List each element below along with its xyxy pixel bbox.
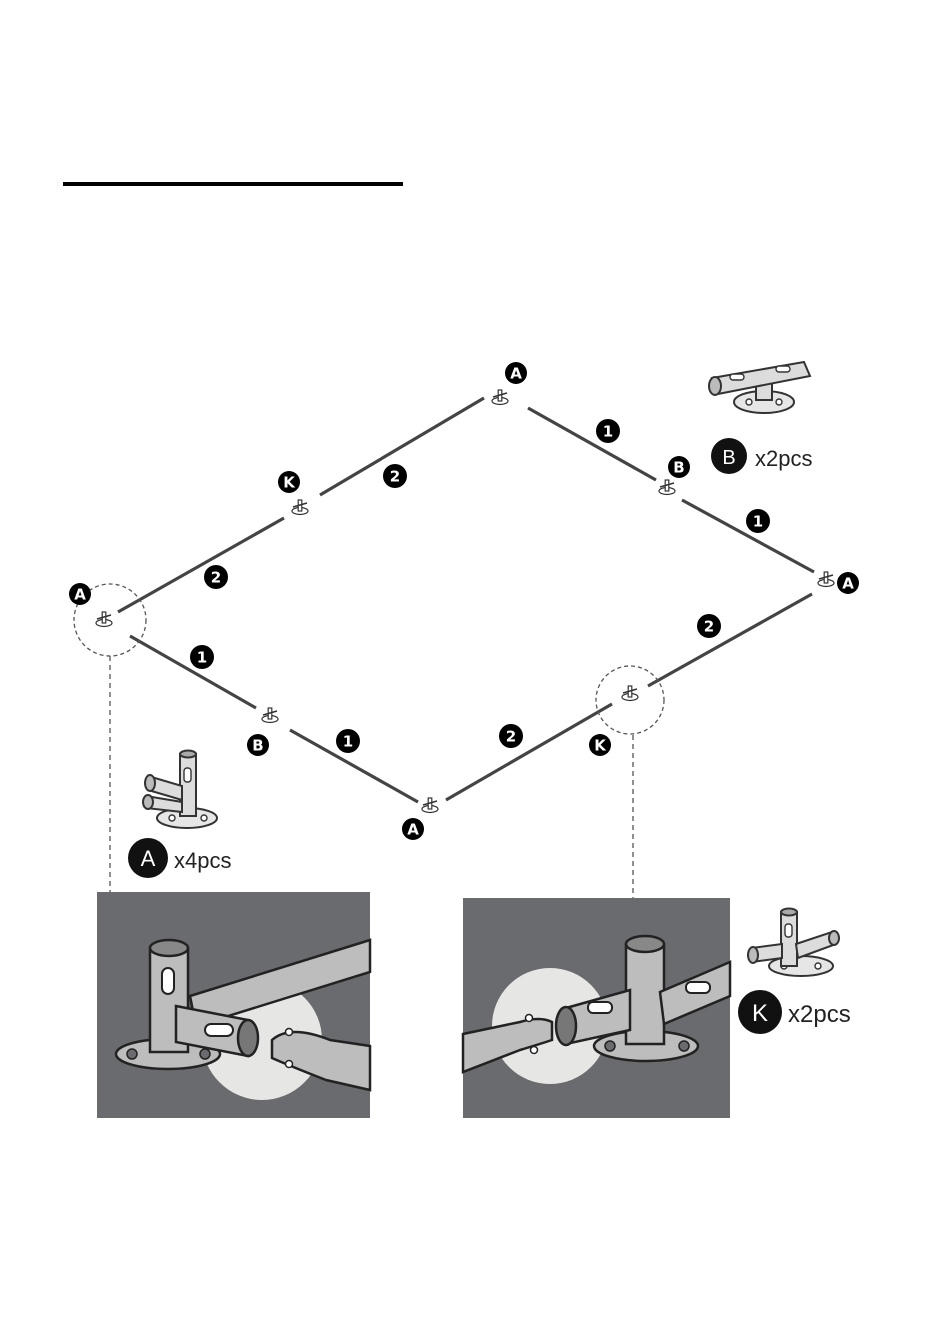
connector-a-left — [96, 612, 112, 627]
connector-badge-b-upper-text: B — [673, 458, 684, 476]
plate-hole — [200, 1049, 210, 1059]
detail-panel-a — [97, 892, 370, 1118]
connector-badge-a-right: A — [837, 572, 859, 594]
pin — [286, 1061, 293, 1068]
tube-opening — [556, 1007, 576, 1045]
pole — [528, 408, 656, 480]
pole-number-p1a: 1 — [596, 419, 620, 443]
tube-opening — [626, 936, 664, 952]
connector-b-upper — [659, 480, 675, 495]
pole-number-p1b: 1 — [746, 509, 770, 533]
tube-hole — [162, 968, 174, 994]
detail-k-vertical-tube — [626, 944, 664, 1044]
legend-k: K x2pcs — [738, 909, 851, 1035]
plate-hole — [679, 1041, 689, 1051]
pole-number-p2c-text: 2 — [704, 617, 714, 635]
connector-badge-a-left: A — [69, 583, 91, 605]
pole-number-p1b-text: 1 — [753, 512, 763, 530]
pin — [286, 1029, 293, 1036]
pole-number-p2c: 2 — [697, 614, 721, 638]
legend-b: B x2pcs — [709, 362, 812, 474]
pole — [118, 518, 284, 612]
tube-hole — [686, 982, 710, 993]
legend-a-count: x4pcs — [174, 848, 231, 873]
legend-k-letter: K — [752, 1000, 768, 1027]
pole-number-p2d-text: 2 — [506, 727, 516, 745]
tube-hole — [205, 1024, 233, 1036]
connector-a-right — [818, 572, 834, 587]
pole — [682, 500, 814, 572]
connector-badge-a-bottom: A — [402, 818, 424, 840]
pin — [531, 1047, 538, 1054]
pin — [526, 1015, 533, 1022]
connector-b-lower — [262, 708, 278, 723]
pole-number-p2a: 2 — [383, 464, 407, 488]
connector-a-bottom — [422, 798, 438, 813]
connector-k-lower — [622, 686, 638, 701]
connector-badge-k-lower-text: K — [594, 736, 607, 754]
connector-badge-a-left-text: A — [74, 585, 86, 603]
pole-number-p2b: 2 — [204, 565, 228, 589]
connector-badge-b-lower: B — [247, 734, 269, 756]
connector-badge-k-upper: K — [278, 471, 300, 493]
pole — [648, 594, 812, 686]
tube-opening — [150, 940, 188, 956]
pole-number-p1c-text: 1 — [197, 648, 207, 666]
connector-badge-k-lower: K — [589, 734, 611, 756]
connector-badge-b-upper: B — [668, 456, 690, 478]
connector-badge-k-upper-text: K — [283, 473, 296, 491]
tube-hole — [588, 1002, 612, 1013]
pole-number-p1a-text: 1 — [603, 422, 613, 440]
pole-number-p2d: 2 — [499, 724, 523, 748]
connector-a-top — [492, 390, 508, 405]
pole-number-p2a-text: 2 — [390, 467, 400, 485]
frame-poles — [118, 398, 814, 802]
connector-badge-a-top: A — [505, 362, 527, 384]
pole-number-p1c: 1 — [190, 645, 214, 669]
legend-b-count: x2pcs — [755, 446, 812, 471]
b-connector-icon — [709, 362, 810, 413]
legend-a: A x4pcs — [128, 751, 231, 879]
pole-number-p1d-text: 1 — [343, 732, 353, 750]
connector-badge-a-top-text: A — [510, 364, 522, 382]
connector-badge-b-lower-text: B — [252, 736, 263, 754]
a-connector-icon — [143, 751, 217, 829]
connector-badge-a-bottom-text: A — [407, 820, 419, 838]
connector-k-upper — [292, 500, 308, 515]
tube-opening — [238, 1020, 258, 1056]
pole-number-p2b-text: 2 — [211, 568, 221, 586]
legend-a-letter: A — [141, 846, 156, 871]
plate-hole — [605, 1041, 615, 1051]
pole-number-p1d: 1 — [336, 729, 360, 753]
k-connector-icon — [748, 909, 839, 977]
legend-k-count: x2pcs — [788, 1001, 851, 1028]
pole — [130, 636, 256, 708]
plate-hole — [127, 1049, 137, 1059]
connector-badge-a-right-text: A — [842, 574, 854, 592]
pole — [446, 704, 612, 800]
legend-b-letter: B — [722, 447, 735, 469]
detail-panel-k — [463, 898, 730, 1118]
